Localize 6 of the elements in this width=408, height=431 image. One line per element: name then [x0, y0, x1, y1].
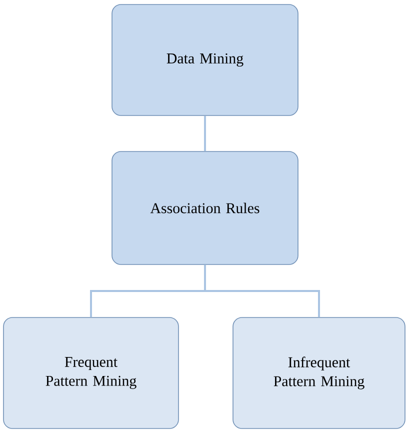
process-box: Frequent Pattern Mining	[3, 317, 179, 429]
process-box: Data Mining	[112, 4, 298, 116]
connector-line	[204, 116, 206, 152]
connector-line	[204, 264, 320, 318]
process-box: Association Rules	[112, 151, 298, 265]
process-box: Infrequent Pattern Mining	[232, 317, 406, 429]
